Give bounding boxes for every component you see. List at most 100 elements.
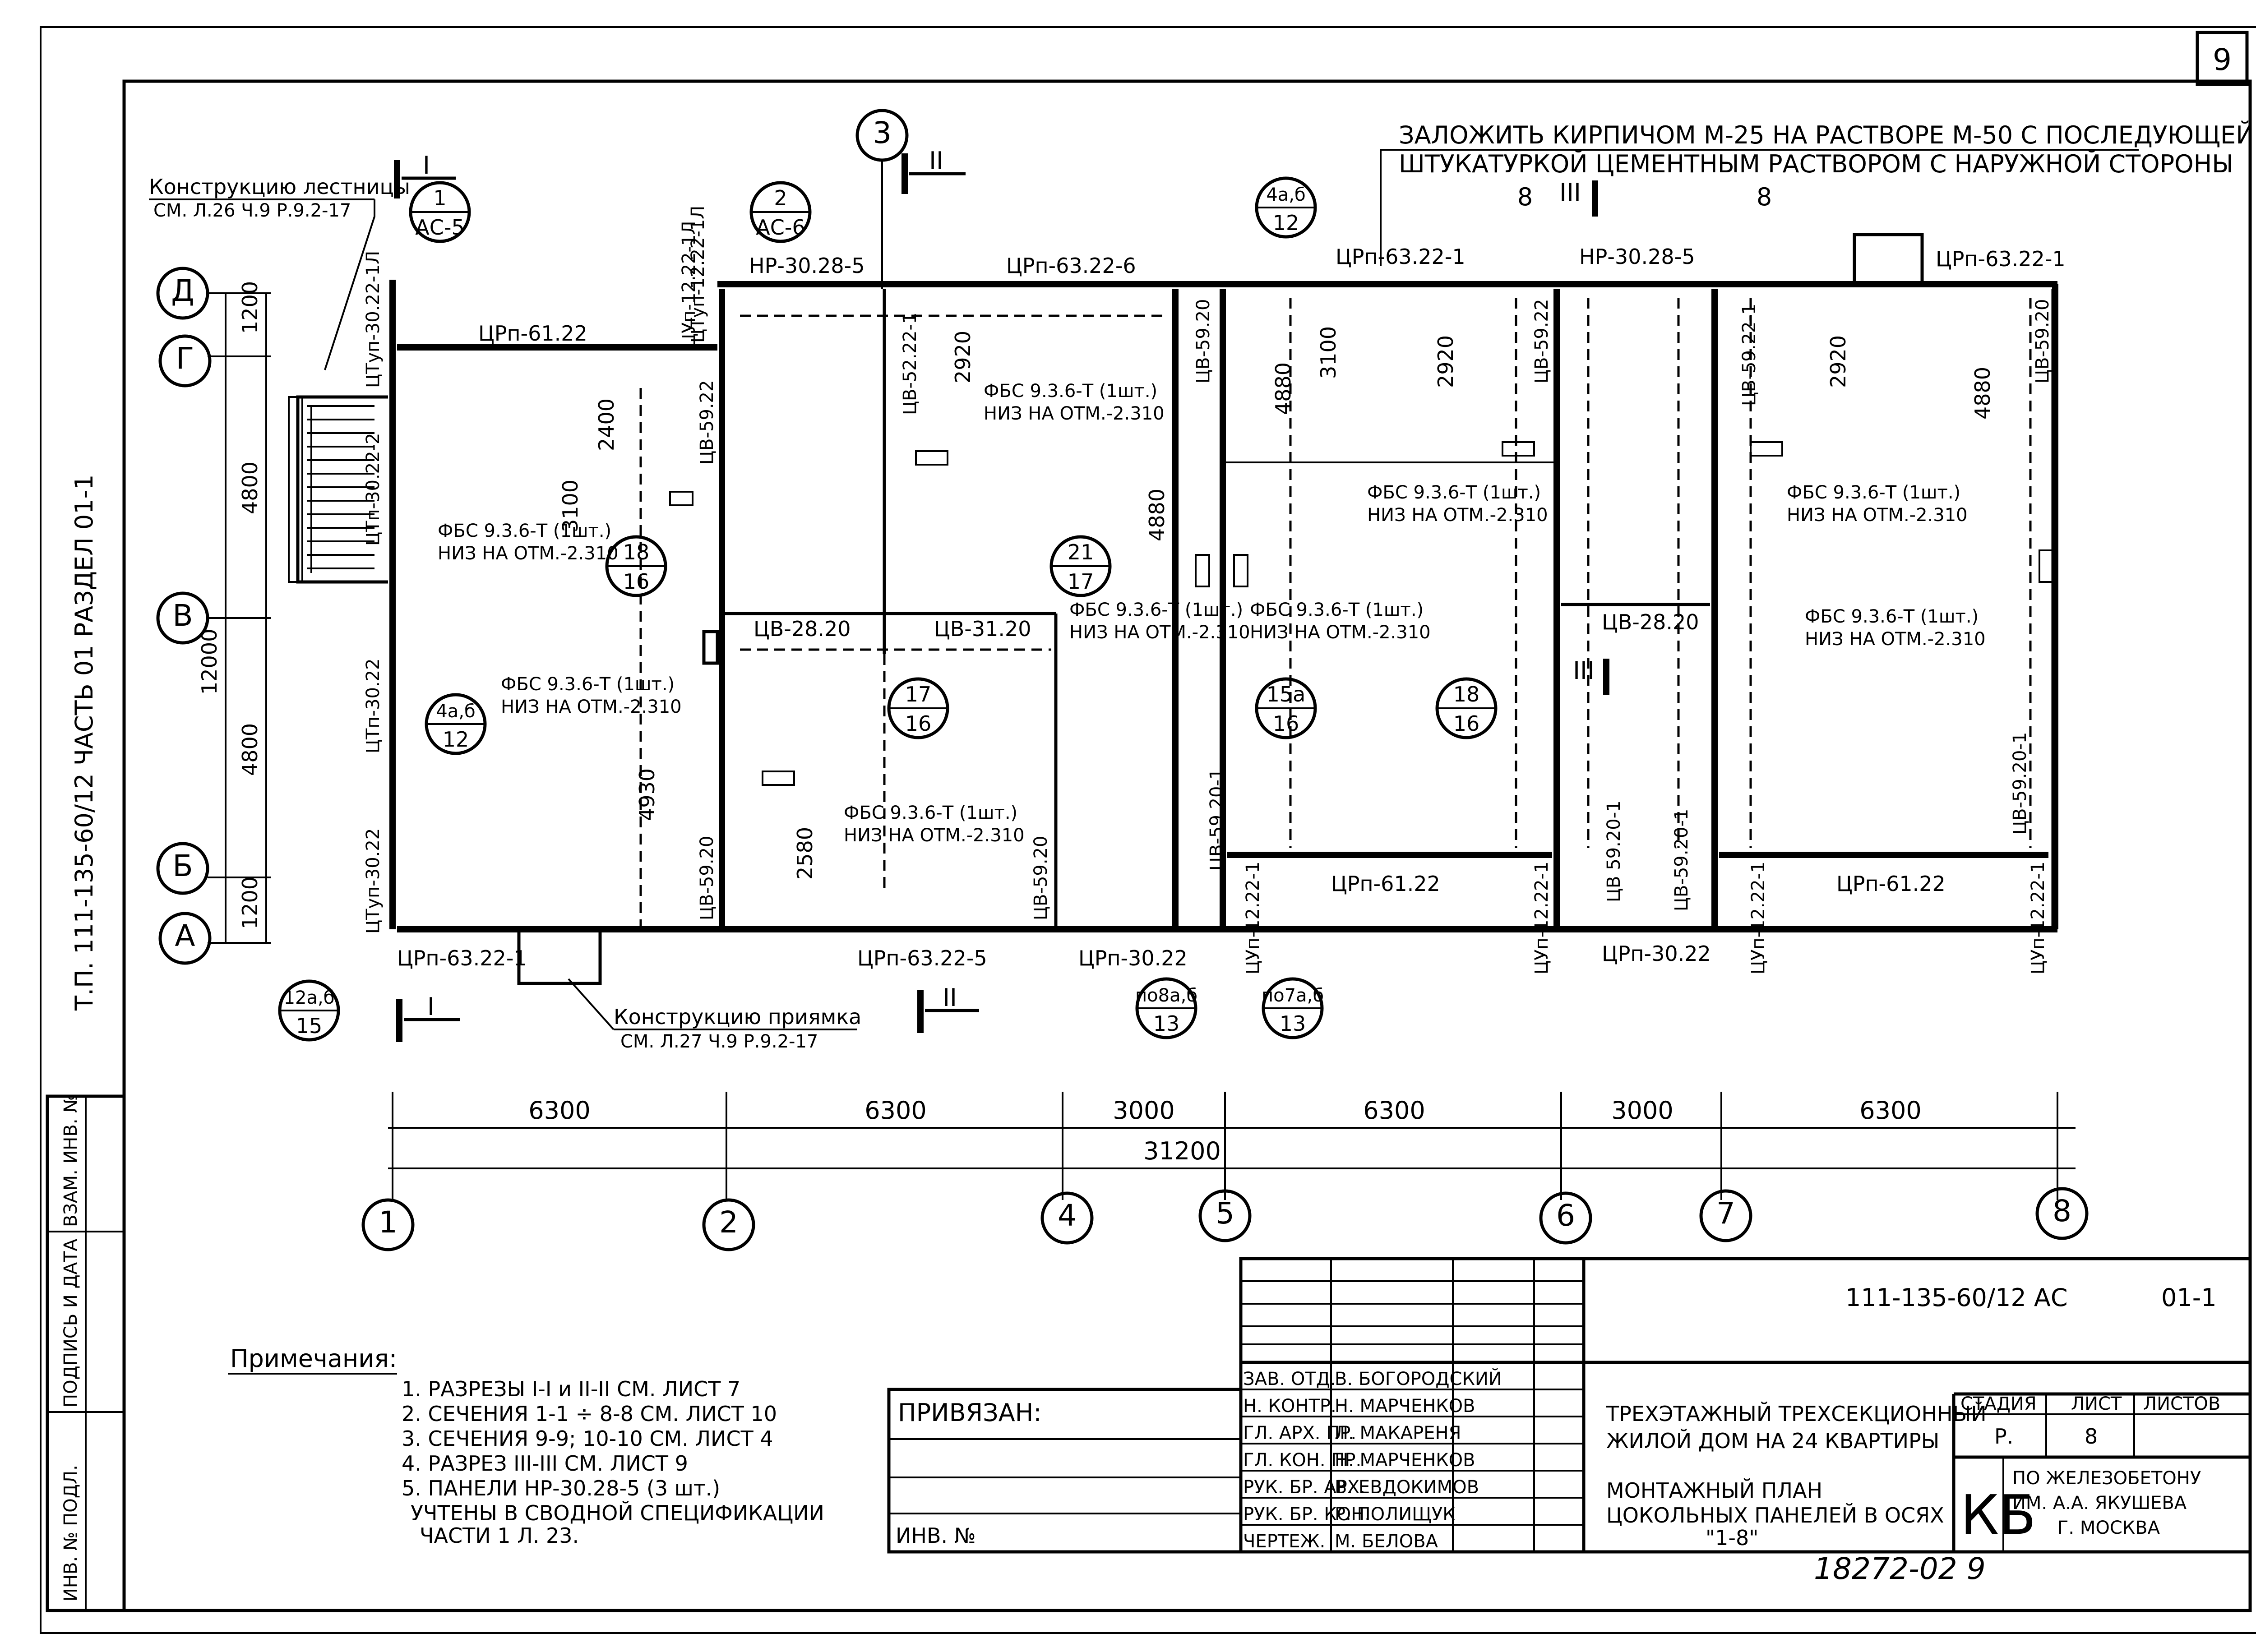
panel-v9: ЦВ-59.20 (1031, 836, 1051, 920)
callout-6: 17 16 (887, 677, 949, 739)
svg-text:НИЗ НА ОТМ.-2.310: НИЗ НА ОТМ.-2.310 (501, 697, 682, 717)
note-2: 2. СЕЧЕНИЯ 1-1 ÷ 8-8 СМ. ЛИСТ 10 (402, 1402, 777, 1426)
outer-border (40, 26, 2256, 1634)
svg-text:18: 18 (1453, 682, 1480, 706)
tb-org-logo: КБ (1960, 1484, 2036, 1547)
tb-title-1: ТРЕХЭТАЖНЫЙ ТРЕХСЕКЦИОННЫЙ (1606, 1402, 1987, 1426)
panel-v6: ЦВ-59.22 (697, 380, 717, 465)
svg-text:I: I (427, 992, 435, 1021)
stamp-vzam: ВЗАМ. ИНВ. № (60, 1094, 81, 1227)
note-7: ЧАСТИ 1 Л. 23. (420, 1523, 579, 1548)
callout-1: 1 АС-5 (409, 181, 471, 243)
tb-org-1: ПО ЖЕЛЕЗОБЕТОНУ (2012, 1468, 2201, 1489)
tb-role-1: Н. КОНТР. (1243, 1396, 1336, 1417)
svg-text:НИЗ НА ОТМ.-2.310: НИЗ НА ОТМ.-2.310 (844, 825, 1025, 846)
axis-col-5: 5 (1198, 1189, 1252, 1242)
section-mark-I-bottom: I (396, 992, 460, 1042)
note-3: 3. СЕЧЕНИЯ 9-9; 10-10 СМ. ЛИСТ 4 (402, 1426, 773, 1451)
dim-h-2: 3000 (1113, 1096, 1174, 1125)
dim-v-0: 1200 (238, 281, 262, 334)
title-block: 111-135-60/12 АС 01-1 ПРИВЯЗАН: ИНВ. № З… (887, 1257, 2252, 1554)
panel-v3: ЦТп-30.22 (363, 658, 384, 753)
axis-row-A: А (158, 912, 212, 965)
bottom-code: 18272-02 9 (1814, 1551, 1986, 1586)
svg-text:8: 8 (2053, 1194, 2071, 1228)
svg-text:В: В (172, 598, 193, 633)
dim-total: 31200 (1143, 1137, 1221, 1165)
axis-row-D: Д (156, 267, 209, 320)
panel-p1: ЦРп-61.22 (478, 321, 587, 346)
panel-v8: ЦВ-52.22-1 (900, 313, 920, 415)
svg-text:ФБС 9.3.6-Т (1шт.): ФБС 9.3.6-Т (1шт.) (984, 381, 1157, 401)
callout-3: 4а,б 12 (1255, 176, 1317, 239)
svg-text:НИЗ НА ОТМ.-2.310: НИЗ НА ОТМ.-2.310 (1069, 622, 1250, 643)
svg-text:5: 5 (1216, 1196, 1234, 1231)
panel-h1: ЦВ-28.20 (754, 617, 851, 641)
dim-h-0: 6300 (528, 1096, 590, 1125)
axis-row-G: Г (158, 334, 212, 388)
tb-stage-h: СТАДИЯ (1960, 1394, 2037, 1414)
svg-text:1: 1 (379, 1205, 398, 1240)
callout-8: 18 16 (1435, 677, 1498, 739)
svg-text:по8а,б: по8а,б (1135, 985, 1197, 1006)
top-note-line1: ЗАЛОЖИТЬ КИРПИЧОМ М-25 НА РАСТВОРЕ М-50 … (1399, 121, 2254, 149)
panel-p6: ЦРп-63.22-1 (1936, 247, 2066, 271)
tb-name-4: В. ЕВДОКИМОВ (1335, 1477, 1479, 1498)
tb-role-5: РУК. БР. КОН. (1243, 1504, 1370, 1525)
panel-v10: ЦВ-59.20 (1193, 299, 1214, 383)
side-stamp: ВЗАМ. ИНВ. № ПОДПИСЬ И ДАТА ИНВ. № ПОДЛ. (46, 1094, 126, 1612)
panel-v19: ЦУп-12.22-1 (1531, 862, 1552, 974)
tb-role-3: ГЛ. КОН. ПР. (1243, 1450, 1361, 1471)
panel-v1: ЦТуп-30.22-1Л (363, 251, 384, 388)
tb-role-2: ГЛ. АРХ. ПР. (1243, 1423, 1356, 1444)
panel-v2: ЦТп-30.22-2 (363, 433, 384, 546)
panel-v17: ЦВ-59.20-1 (2010, 732, 2030, 835)
svg-text:НИЗ НА ОТМ.-2.310: НИЗ НА ОТМ.-2.310 (1787, 505, 1968, 526)
callout-10: 12а,б 15 (278, 979, 340, 1042)
fbs-label-2: ФБС 9.3.6-Т (1шт.) НИЗ НА ОТМ.-2.310 (984, 381, 1165, 424)
dim-2920c: 2920 (1826, 335, 1850, 388)
section-mark-8-a: 8 (1517, 183, 1533, 211)
axis-col-6: 6 (1539, 1191, 1592, 1245)
panel-v18: ЦУп-12.22-1 (1243, 862, 1263, 974)
section-mark-III-top: III (1559, 178, 1598, 217)
tb-inv: ИНВ. № (896, 1523, 976, 1548)
dim-3100b: 3100 (1316, 326, 1341, 379)
tb-name-6: М. БЕЛОВА (1335, 1531, 1438, 1552)
svg-text:6: 6 (1556, 1198, 1575, 1233)
tb-org-2: ИМ. А.А. ЯКУШЕВА (2012, 1493, 2187, 1514)
dim-4880c: 4880 (1271, 362, 1295, 415)
axis-col-3-top: 3 (855, 109, 909, 289)
svg-text:17: 17 (1068, 569, 1094, 594)
pit-note-1: Конструкцию приямка (614, 1005, 861, 1029)
stair-note-2: СМ. Л.26 Ч.9 Р.9.2-17 (153, 200, 351, 221)
section-mark-II-bottom: II (917, 983, 979, 1033)
side-text: Т.П. 111-135-60/12 ЧАСТЬ 01 РАЗДЕЛ 01-1 (70, 475, 98, 1011)
tb-name-1: Н. МАРЧЕНКОВ (1335, 1396, 1475, 1417)
svg-text:8: 8 (1757, 183, 1772, 211)
dim-h-5: 6300 (1859, 1096, 1921, 1125)
svg-text:ФБС 9.3.6-Т (1шт.): ФБС 9.3.6-Т (1шт.) (1069, 600, 1243, 620)
dim-h-1: 6300 (864, 1096, 926, 1125)
svg-text:Б: Б (172, 849, 193, 883)
dim-v-4: 1200 (238, 877, 262, 929)
svg-text:2: 2 (774, 186, 787, 210)
note-5: 5. ПАНЕЛИ НР-30.28-5 (3 шт.) (402, 1476, 720, 1500)
axis-row-V: В (156, 591, 209, 645)
dim-4930: 4930 (635, 768, 659, 821)
svg-text:15а: 15а (1267, 682, 1306, 706)
axis-col-8: 8 (2035, 1187, 2089, 1240)
svg-text:III: III (1573, 656, 1595, 685)
panel-v12: ЦВ-59.22 (1531, 299, 1552, 383)
svg-text:ФБС 9.3.6-Т (1шт.): ФБС 9.3.6-Т (1шт.) (1805, 606, 1979, 627)
panel-p2: НР-30.28-5 (749, 254, 864, 278)
svg-text:АС-5: АС-5 (415, 215, 464, 240)
dim-4880b: 4880 (1970, 367, 1995, 420)
panel-h3: ЦВ-28.20 (1602, 610, 1699, 634)
dim-4880a: 4880 (1145, 489, 1169, 541)
svg-text:3: 3 (873, 115, 892, 150)
axis-col-2: 2 (702, 1198, 755, 1251)
svg-text:4а,б: 4а,б (436, 701, 475, 722)
tb-org-3: Г. МОСКВА (2057, 1518, 2160, 1538)
svg-text:12: 12 (443, 727, 469, 752)
